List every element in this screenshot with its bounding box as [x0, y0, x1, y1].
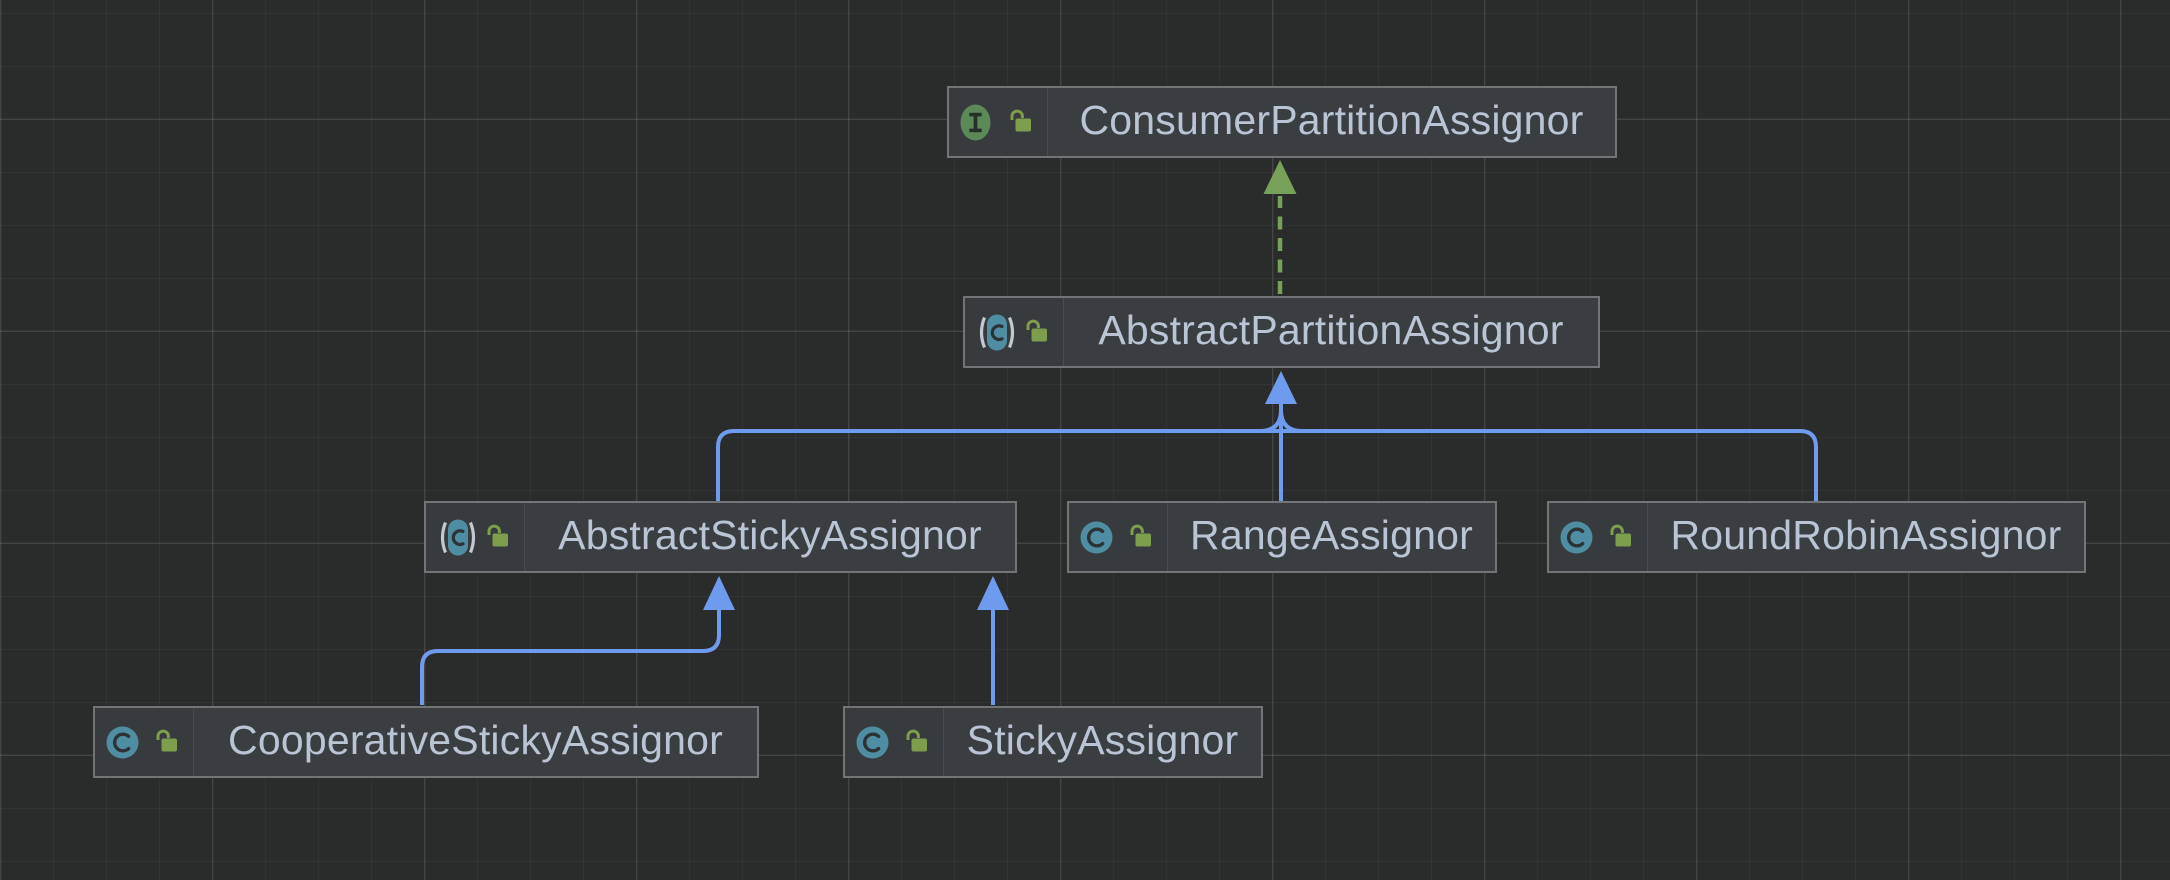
- node-label: RangeAssignor: [1190, 511, 1473, 558]
- unlocked-lock-icon: [1024, 317, 1050, 348]
- class-node-sticky-assignor[interactable]: StickyAssignor: [843, 706, 1263, 778]
- junction-fillet-left: [1259, 409, 1283, 433]
- edge-extends-abstractstickyassignor-trunk: [716, 429, 1818, 501]
- class-icon: [106, 726, 149, 759]
- node-icon-cell: [965, 298, 1064, 366]
- junction-fillet-right: [1279, 409, 1303, 433]
- arrowhead-extends-into-abstractstickyassignor-center: [703, 576, 735, 610]
- node-icon-cell: [949, 88, 1048, 156]
- class-node-round-robin-assignor[interactable]: RoundRobinAssignor: [1547, 501, 2086, 573]
- unlocked-lock-icon: [904, 727, 930, 758]
- class-node-abstract-partition-assignor[interactable]: AbstractPartitionAssignor: [963, 296, 1600, 368]
- node-icon-cell: [426, 503, 525, 571]
- node-label: ConsumerPartitionAssignor: [1079, 96, 1584, 143]
- arrowhead-implements-into-consumerpartitionassignor: [1263, 160, 1297, 194]
- class-icon: [1080, 521, 1123, 554]
- abstract-class-icon: [437, 519, 480, 556]
- class-node-range-assignor[interactable]: RangeAssignor: [1067, 501, 1497, 573]
- node-label: AbstractPartitionAssignor: [1098, 306, 1564, 353]
- arrowhead-extends-into-abstractpartitionassignor: [1265, 371, 1297, 404]
- node-icon-cell: [845, 708, 944, 776]
- unlocked-lock-icon: [1128, 522, 1154, 553]
- node-label: RoundRobinAssignor: [1670, 511, 2062, 558]
- node-icon-cell: [1549, 503, 1648, 571]
- class-icon: [856, 726, 899, 759]
- node-label: CooperativeStickyAssignor: [228, 716, 723, 763]
- unlocked-lock-icon: [1008, 107, 1034, 138]
- unlocked-lock-icon: [154, 727, 180, 758]
- interface-icon: [960, 104, 1003, 141]
- edge-extends-cooperativestickyassignor-to-abstractstickyassignor: [420, 608, 721, 705]
- class-node-abstract-sticky-assignor[interactable]: AbstractStickyAssignor: [424, 501, 1017, 573]
- node-label: AbstractStickyAssignor: [558, 511, 982, 558]
- node-icon-cell: [1069, 503, 1168, 571]
- class-node-consumer-partition-assignor[interactable]: ConsumerPartitionAssignor: [947, 86, 1617, 158]
- node-label: StickyAssignor: [966, 716, 1239, 763]
- unlocked-lock-icon: [1608, 522, 1634, 553]
- node-icon-cell: [95, 708, 194, 776]
- unlocked-lock-icon: [485, 522, 511, 553]
- abstract-class-icon: [976, 314, 1019, 351]
- class-icon: [1560, 521, 1603, 554]
- arrowhead-extends-into-abstractstickyassignor-right: [977, 576, 1009, 610]
- class-node-cooperative-sticky-assignor[interactable]: CooperativeStickyAssignor: [93, 706, 759, 778]
- edge-extends-children-to-abstractpartitionassignor: [716, 402, 1818, 501]
